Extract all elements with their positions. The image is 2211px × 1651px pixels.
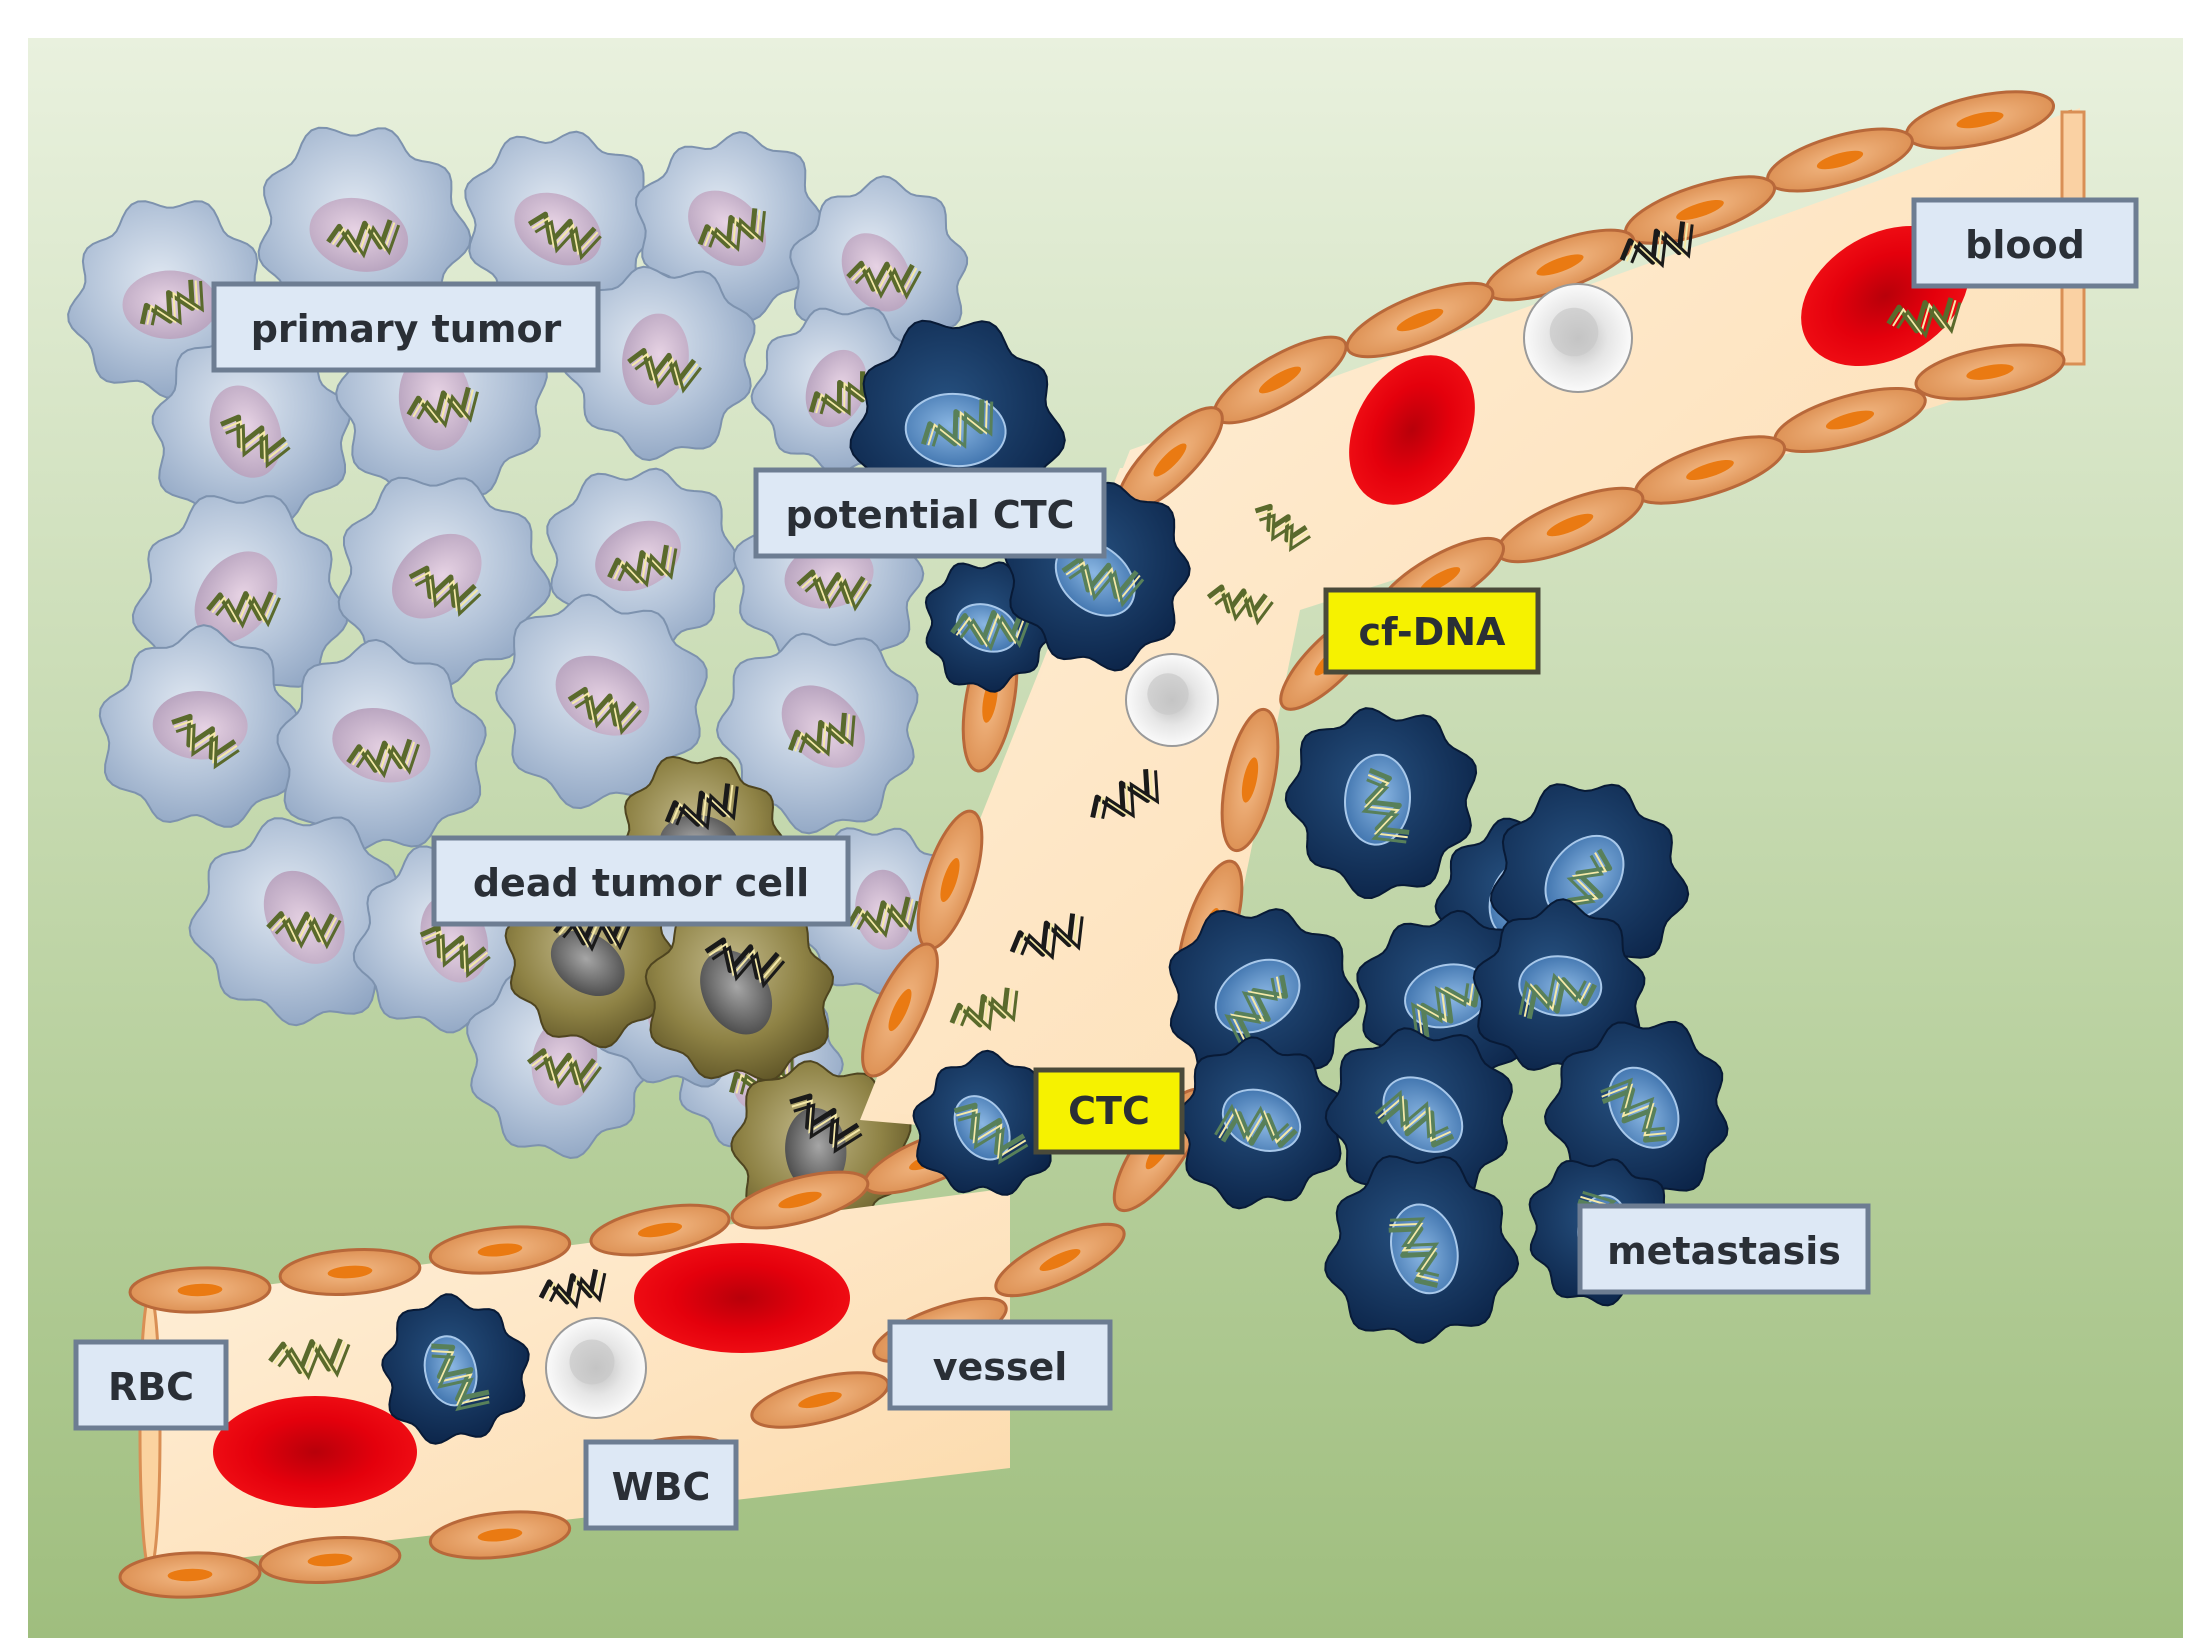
tumor-cell-dna (697, 208, 766, 252)
label-rbc: RBC (73, 1339, 229, 1431)
label-potential-ctc: potential CTC (753, 467, 1107, 559)
endothelial-cell (589, 1203, 731, 1257)
dead-cell-dna (789, 1093, 863, 1154)
red-blood-cell (213, 1396, 417, 1508)
primary-tumor-cells (67, 126, 970, 1160)
ctc-dna (950, 608, 1033, 652)
ctc-dna (431, 1343, 490, 1412)
ctc-dna (1410, 983, 1481, 1038)
cf-dna-fragment (538, 1268, 607, 1309)
label-wbc-text: WBC (612, 1465, 711, 1509)
endothelial-cell (994, 1222, 1126, 1298)
ctc-dna (1374, 1089, 1455, 1148)
cf-dna-fragment (1009, 913, 1084, 961)
tumor-cell-dna (607, 544, 678, 588)
endothelial-cell (1220, 707, 1280, 853)
endothelial-cell (1495, 486, 1645, 564)
ctc-dna (1361, 767, 1410, 844)
dead-cell-dna (664, 783, 739, 831)
vessel-lower-end (138, 1292, 162, 1572)
tumor-cell-dna (627, 347, 702, 394)
tumor-cell-dna (220, 414, 291, 469)
endothelial-cell (118, 1551, 262, 1599)
label-metastasis: metastasis (1577, 1203, 1871, 1295)
tumor-cell-dna (846, 260, 922, 300)
tumor-cell-dna (419, 924, 491, 979)
tumor-cell-dna (567, 686, 642, 736)
tumor-cell (559, 265, 756, 462)
endothelial-cell (258, 1536, 402, 1584)
endothelial-cell (730, 1170, 870, 1230)
endothelial-cell (428, 1225, 572, 1275)
tumor-cell-dna (206, 591, 281, 629)
tumor-cell-dna (527, 211, 602, 261)
white-blood-cell (1523, 283, 1633, 393)
cf-dna-fragment (268, 1338, 351, 1381)
label-ctc-text: CTC (1068, 1089, 1150, 1133)
endothelial-cell (128, 1266, 272, 1314)
white-blood-cell (545, 1317, 647, 1419)
cf-dna-fragment (1619, 221, 1694, 269)
endothelial-cell (278, 1248, 422, 1296)
label-blood-text: blood (1965, 223, 2085, 267)
label-potential-ctc-text: potential CTC (785, 493, 1074, 537)
vessel-upper-lumen (870, 108, 2080, 1150)
label-ctc: CTC (1033, 1067, 1185, 1155)
tumor-cell-dna (846, 896, 919, 938)
cf-dna-fragment (1886, 297, 1962, 339)
label-rbc-text: RBC (108, 1365, 194, 1409)
tumor-cell-dna (406, 386, 479, 429)
ctc-dna (953, 1102, 1029, 1165)
cf-dna-fragment (949, 987, 1019, 1032)
tumor-cell-dna (787, 712, 856, 757)
tumor-cell-dna (346, 738, 420, 779)
endothelial-cell (861, 942, 939, 1078)
ctc-dna (1214, 1103, 1298, 1148)
cell-free-dna-fragments (268, 221, 1962, 1381)
tumor-cell-dna (526, 1048, 603, 1094)
ctc-dna (1600, 1077, 1667, 1143)
tumor-cell-dna (408, 565, 482, 617)
label-blood: blood (1911, 197, 2139, 289)
label-cf-dna-text: cf-DNA (1359, 610, 1507, 654)
label-vessel-text: vessel (933, 1345, 1068, 1389)
blood-components (213, 225, 1969, 1508)
endothelial-cell (1914, 343, 2066, 401)
circulating-tumor-cells (381, 319, 1729, 1445)
label-wbc: WBC (583, 1439, 739, 1531)
red-blood-cell (634, 1243, 850, 1353)
endothelial-cell (428, 1510, 572, 1560)
dead-cell-dna (704, 937, 786, 989)
cf-dna-fragment (1090, 769, 1160, 820)
label-primary-tumor-text: primary tumor (251, 307, 562, 351)
label-vessel: vessel (887, 1319, 1113, 1411)
white-blood-cell (1125, 653, 1219, 747)
label-cf-dna: cf-DNA (1323, 587, 1541, 675)
endothelial-cell (1345, 281, 1495, 359)
label-dead-tumor-cell-text: dead tumor cell (473, 861, 809, 905)
label-metastasis-text: metastasis (1607, 1229, 1841, 1273)
ctc-dna (1061, 556, 1145, 608)
cf-dna-fragment (1254, 503, 1311, 553)
ctc-dna (920, 399, 994, 449)
ctc-dna (1388, 1217, 1440, 1288)
tumor-cell-dna (139, 279, 204, 326)
ctc-dna (1224, 974, 1289, 1046)
ctc-dna (1518, 972, 1597, 1020)
cf-dna-fragment (1206, 584, 1274, 626)
tumor-cell-dna (326, 219, 401, 259)
tumor-cell-dna (171, 713, 240, 770)
red-blood-cell (1349, 355, 1475, 505)
tumor-cell-dna (796, 569, 872, 612)
label-primary-tumor: primary tumor (211, 281, 601, 373)
tumor-cell-dna (266, 911, 342, 950)
tumor-cell (98, 624, 299, 828)
label-dead-tumor-cell: dead tumor cell (431, 835, 851, 927)
